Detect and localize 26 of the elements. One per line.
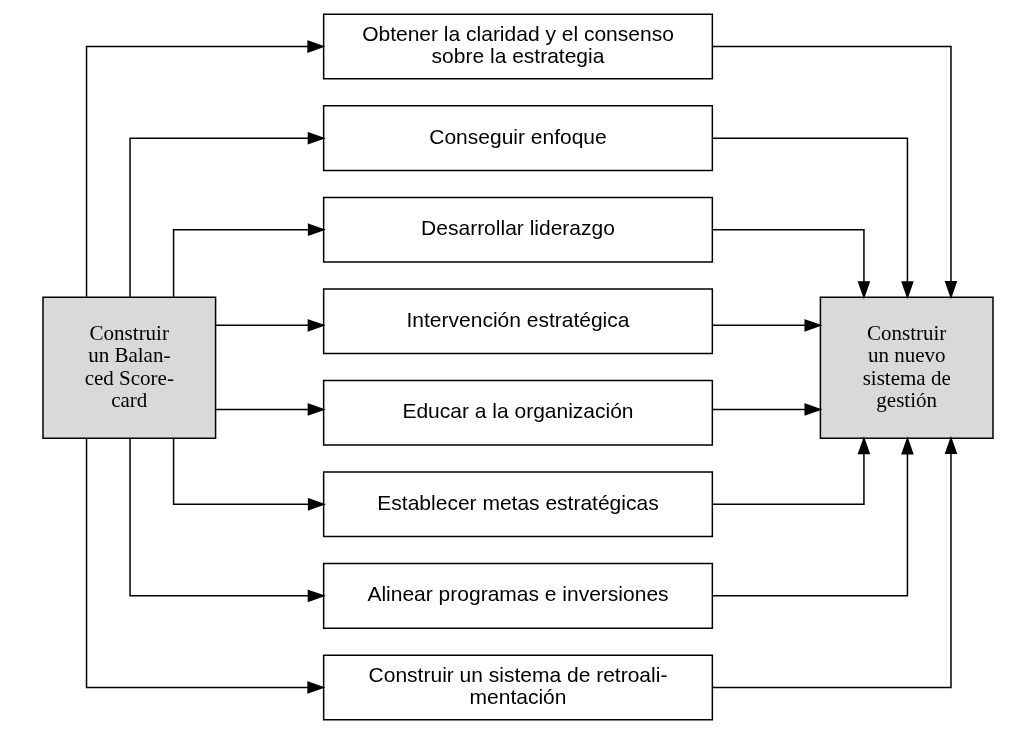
node-box: Construir un nuevo sistema de gestión (819, 296, 994, 440)
arrow (711, 403, 822, 416)
arrow (711, 228, 870, 300)
arrow (128, 437, 326, 603)
node-box: Desarrollar liderazgo (322, 196, 713, 263)
arrow (711, 45, 957, 300)
node-box: Intervención estratégica (322, 288, 713, 355)
arrow (128, 131, 326, 298)
arrow (214, 403, 326, 416)
node-box: Conseguir enfoque (322, 105, 713, 172)
arrow (214, 319, 326, 332)
arrow (711, 436, 914, 597)
node-box: Establecer metas estratégicas (322, 471, 713, 538)
arrow (711, 319, 822, 332)
arrow (711, 436, 957, 689)
arrow (85, 437, 325, 694)
arrow (711, 436, 870, 506)
arrow (172, 437, 326, 511)
node-box: Construir un sistema de retroali- mentación (322, 654, 713, 721)
node-box: Alinear programas e inversiones (322, 562, 713, 629)
node-box: Obtener la claridad y el consenso sobre la estrategia (322, 13, 713, 80)
node-box: Educar a la organización (322, 379, 713, 446)
arrow (85, 40, 325, 298)
arrow (711, 137, 914, 300)
arrow (172, 223, 326, 298)
node-box: Construir un Balan- ced Score- card (41, 296, 216, 440)
